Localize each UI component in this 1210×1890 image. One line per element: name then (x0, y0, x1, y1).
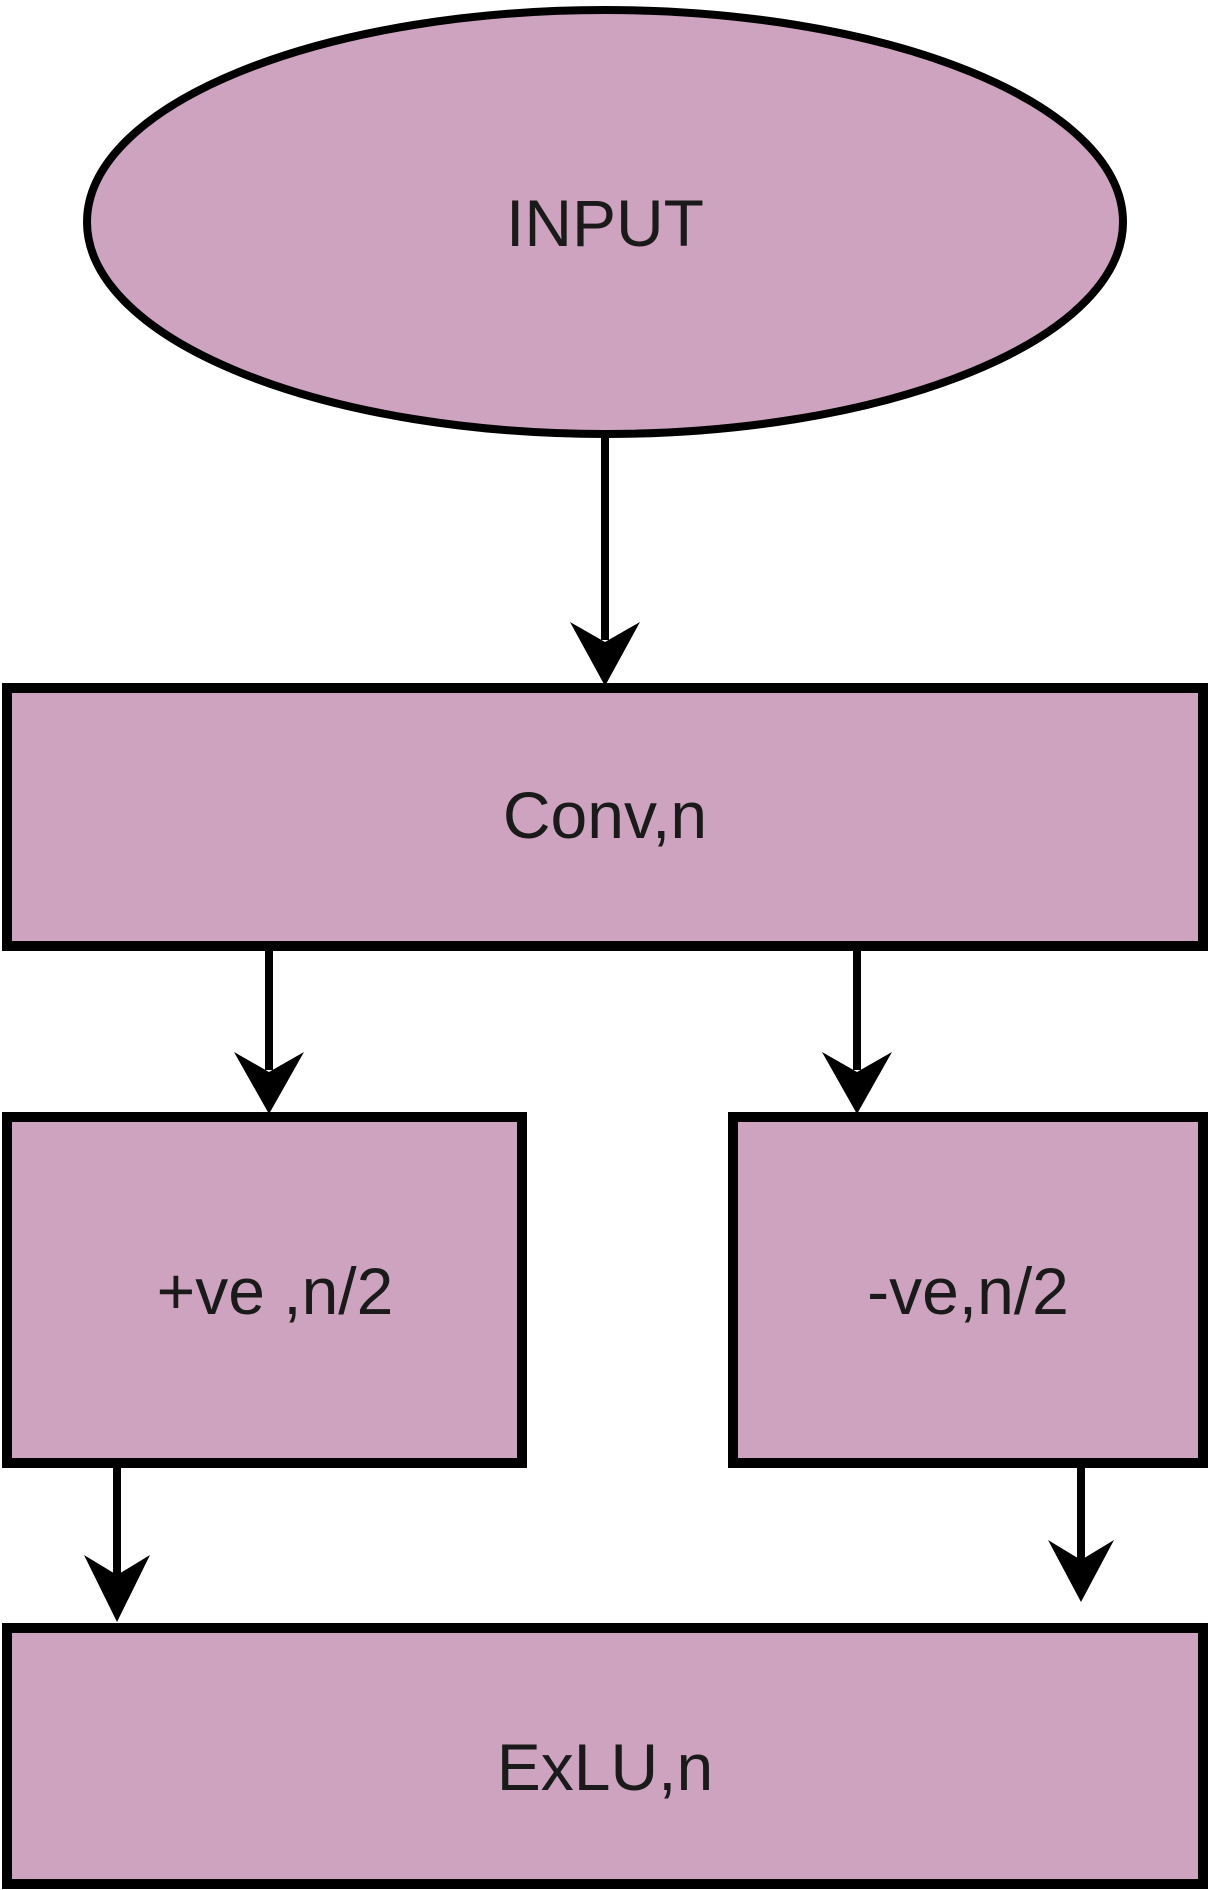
exlu-node: ExLU,n (2, 1623, 1208, 1889)
positive-label: +ve ,n/2 (157, 1254, 394, 1328)
arrow-input-to-conv (570, 434, 640, 686)
positive-node: +ve ,n/2 (2, 1112, 527, 1468)
arrow-positive-to-exlu (84, 1464, 150, 1622)
negative-node: -ve,n/2 (728, 1112, 1208, 1468)
arrowhead-icon (234, 1052, 304, 1114)
input-label: INPUT (506, 186, 704, 260)
exlu-label: ExLU,n (497, 1730, 713, 1804)
arrow-conv-to-negative (822, 947, 892, 1114)
arrowhead-icon (822, 1052, 892, 1114)
conv-label: Conv,n (503, 778, 707, 852)
arrowhead-icon (1048, 1540, 1114, 1602)
arrow-conv-to-positive (234, 947, 304, 1114)
negative-label: -ve,n/2 (867, 1254, 1069, 1328)
arrow-negative-to-exlu (1048, 1464, 1114, 1602)
input-node: INPUT (83, 6, 1127, 438)
conv-node: Conv,n (2, 683, 1208, 951)
arrowhead-icon (84, 1555, 150, 1622)
arrowhead-icon (570, 622, 640, 686)
